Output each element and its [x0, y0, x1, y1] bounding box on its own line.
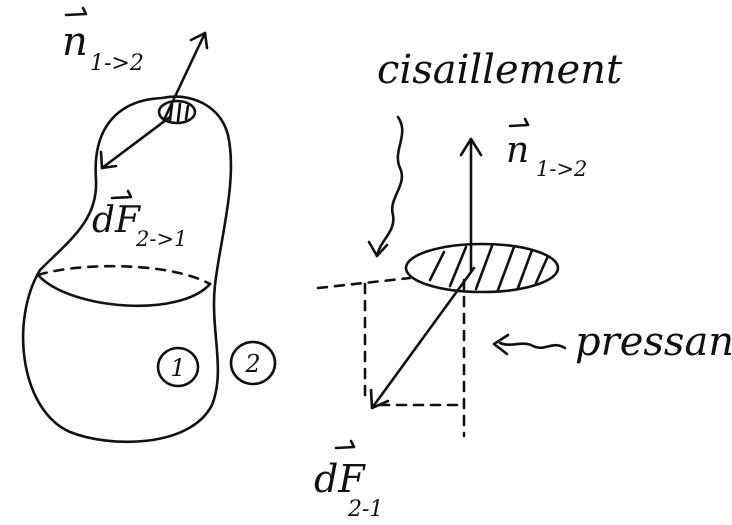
force-arrowhead-right [369, 388, 390, 410]
normal-arrowhead-right [459, 137, 483, 157]
region-1-label: 1 [170, 354, 185, 382]
normal-label-left: n [62, 19, 88, 65]
left-figure: n 1->2 dF 2->1 1 2 [21, 6, 277, 444]
shear-pointer-head [367, 240, 389, 258]
force-sub-right: 2-1 [347, 497, 383, 522]
normal-arrow-left [161, 31, 207, 124]
pressure-pointer-head [492, 333, 510, 356]
normal-arrowhead-left [189, 31, 209, 50]
force-arrowhead-left [99, 150, 118, 170]
vector-arrow-n-right [508, 117, 530, 128]
surface-element-right [404, 242, 560, 294]
force-arrow-right [370, 266, 476, 410]
volume-outline [21, 95, 233, 444]
force-label-right: dF [314, 457, 366, 501]
region-1-circle [156, 346, 200, 388]
normal-sub-right: 1->2 [536, 157, 587, 181]
normal-sub-left: 1->2 [90, 51, 144, 76]
section-front-solid [36, 273, 212, 307]
vector-arrow-f-right [334, 439, 356, 450]
vector-arrow-n-left [64, 6, 88, 17]
force-arrow-left [100, 115, 172, 170]
surface-hatching-right [428, 244, 550, 292]
normal-label-right: n [506, 130, 529, 171]
force-label-left: dF [92, 200, 142, 241]
vector-arrow-f-left [110, 189, 133, 200]
surface-element [157, 99, 197, 125]
shear-label: cisaillement [377, 47, 623, 93]
pressure-pointer [498, 341, 567, 350]
region-2-circle [229, 340, 277, 386]
shear-pointer [375, 115, 404, 258]
surface-hatching [168, 102, 190, 123]
right-figure: cisaillement n 1->2 pressant dF 2-1 [314, 47, 732, 522]
force-sub-left: 2->1 [135, 227, 187, 251]
tangent-dashed-line [316, 276, 412, 290]
section-back-dashed [36, 264, 212, 286]
region-2-label: 2 [244, 350, 260, 378]
pressure-label: pressant [575, 319, 732, 365]
